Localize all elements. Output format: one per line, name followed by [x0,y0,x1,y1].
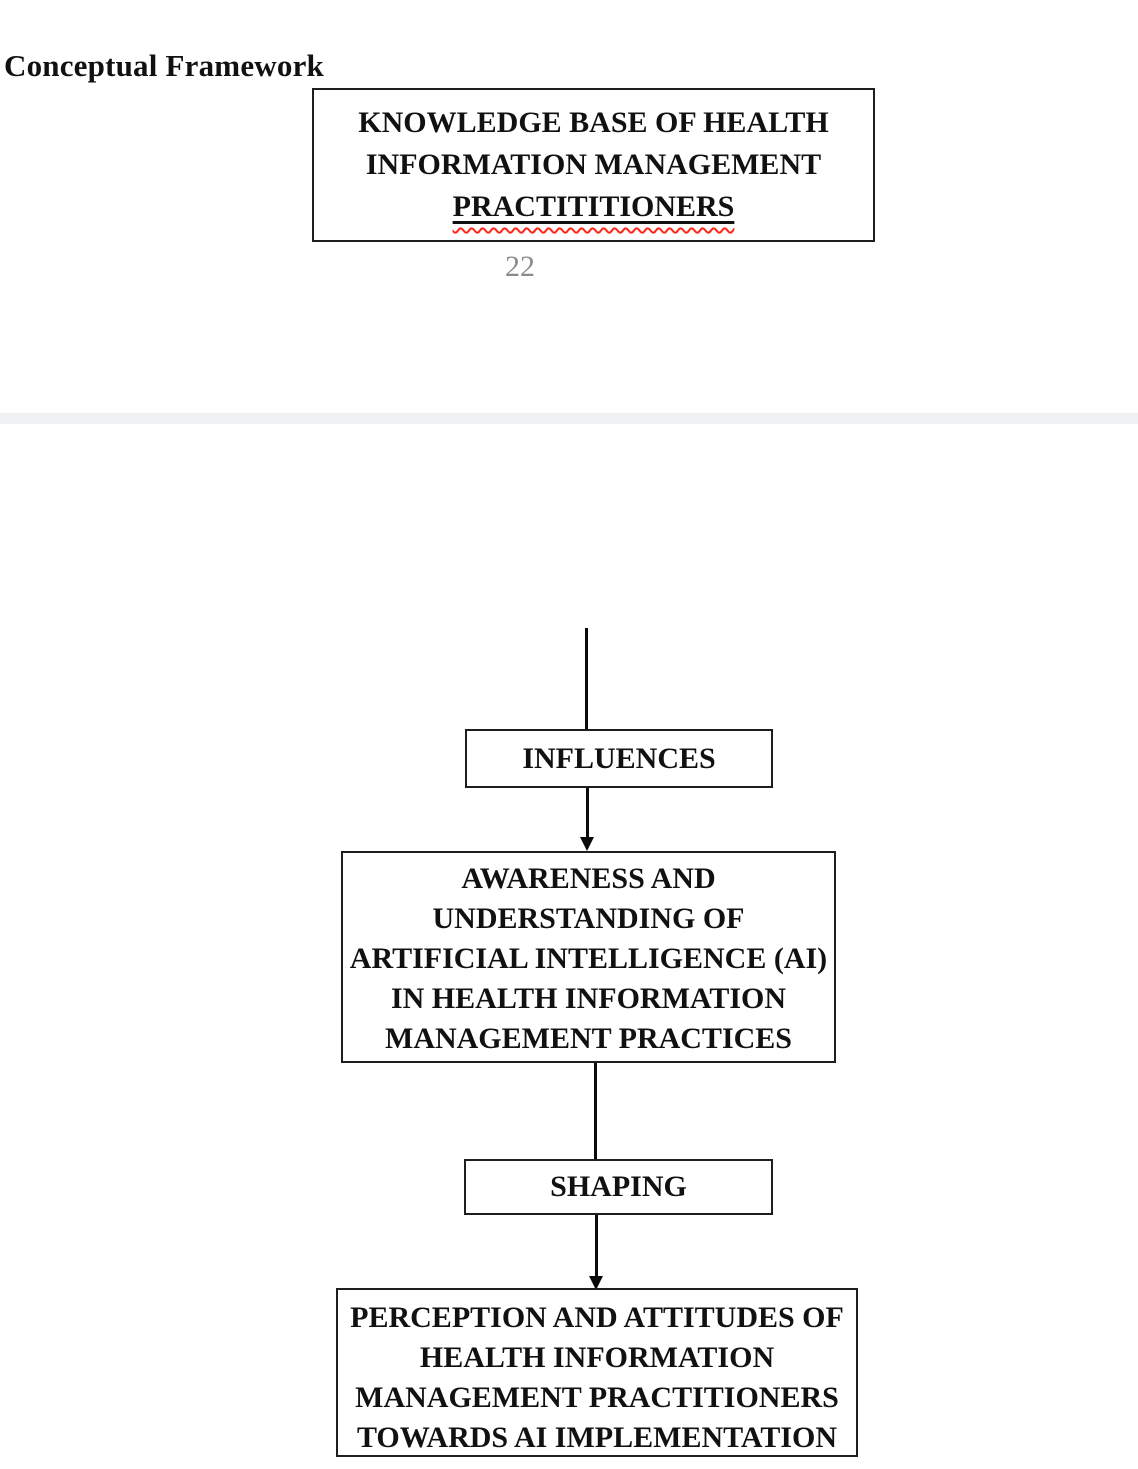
perception-box-line: TOWARDS AI IMPLEMENTATION [356,1421,838,1454]
page-break-band [0,413,1138,424]
awareness-box-line: MANAGEMENT PRACTICES [385,1022,792,1055]
awareness-box-line: UNDERSTANDING OF [432,902,745,935]
arrow-shaft [586,788,589,839]
connector-awareness-to-shaping [594,1063,597,1159]
knowledge-box-line: KNOWLEDGE BASE OF HEALTH [358,106,829,139]
misspelled-word-underline: PRACTITITIONERS [453,190,735,223]
awareness-box-line: IN HEALTH INFORMATION [390,982,787,1015]
page-number: 22 [505,250,535,283]
influences-label: INFLUENCES [522,741,716,775]
perception-box-line: MANAGEMENT PRACTITIONERS [355,1381,839,1414]
arrow-shaft [595,1215,598,1278]
perception-box-line: PERCEPTION AND ATTITUDES OF [350,1301,844,1334]
awareness-box: AWARENESS AND UNDERSTANDING OF ARTIFICIA… [341,851,836,1063]
knowledge-box-line: INFORMATION MANAGEMENT [365,148,822,181]
awareness-box-line: ARTIFICIAL INTELLIGENCE (AI) [349,942,828,975]
section-heading: Conceptual Framework [4,48,324,83]
arrowhead-down-icon [589,1276,603,1290]
perception-box-line: HEALTH INFORMATION [419,1341,775,1374]
arrow-influences-to-awareness [580,788,595,851]
knowledge-base-box: KNOWLEDGE BASE OF HEALTH INFORMATION MAN… [312,88,875,242]
shaping-label: SHAPING [550,1170,687,1203]
arrow-shaping-to-perception [589,1215,604,1290]
influences-box: INFLUENCES [465,729,773,788]
arrowhead-down-icon [580,837,594,851]
shaping-box: SHAPING [464,1159,773,1215]
awareness-box-line: AWARENESS AND [461,862,716,895]
knowledge-box-line: PRACTITITIONERS [314,186,873,228]
perception-box: PERCEPTION AND ATTITUDES OF HEALTH INFOR… [336,1288,858,1457]
misspelled-word: PRACTITITIONERS [452,190,735,223]
connector-line-top [585,628,588,729]
